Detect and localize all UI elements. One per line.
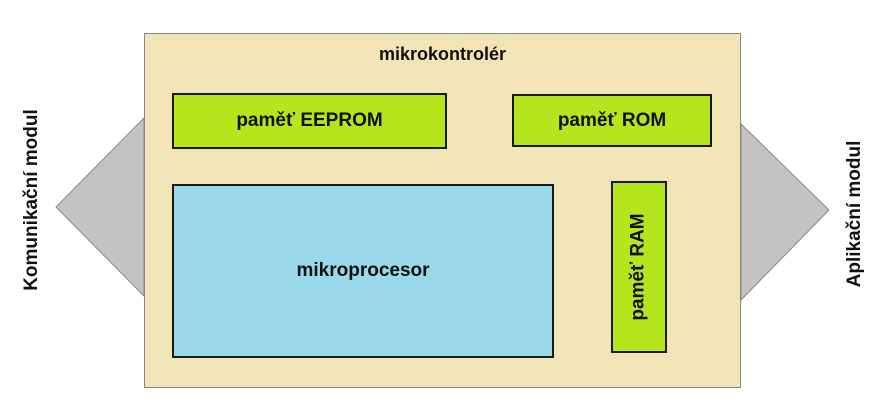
- communication-module-shape: [55, 116, 145, 298]
- ram-block: paměť RAM: [611, 181, 667, 353]
- ram-label: paměť RAM: [628, 213, 650, 321]
- rom-label: paměť ROM: [557, 109, 667, 131]
- microcontroller-box: mikrokontrolér paměť EEPROM paměť ROM mi…: [144, 33, 741, 388]
- rom-block: paměť ROM: [512, 94, 712, 147]
- eeprom-label: paměť EEPROM: [236, 110, 383, 131]
- eeprom-block: paměť EEPROM: [172, 93, 447, 149]
- communication-module-label: Komunikační modul: [21, 109, 42, 291]
- microprocessor-block: mikroprocesor: [172, 184, 554, 358]
- application-module-shape: [740, 122, 830, 302]
- microprocessor-label: mikroprocesor: [296, 260, 430, 281]
- microcontroller-title: mikrokontrolér: [378, 44, 507, 64]
- application-module-label: Aplikační modul: [844, 140, 865, 288]
